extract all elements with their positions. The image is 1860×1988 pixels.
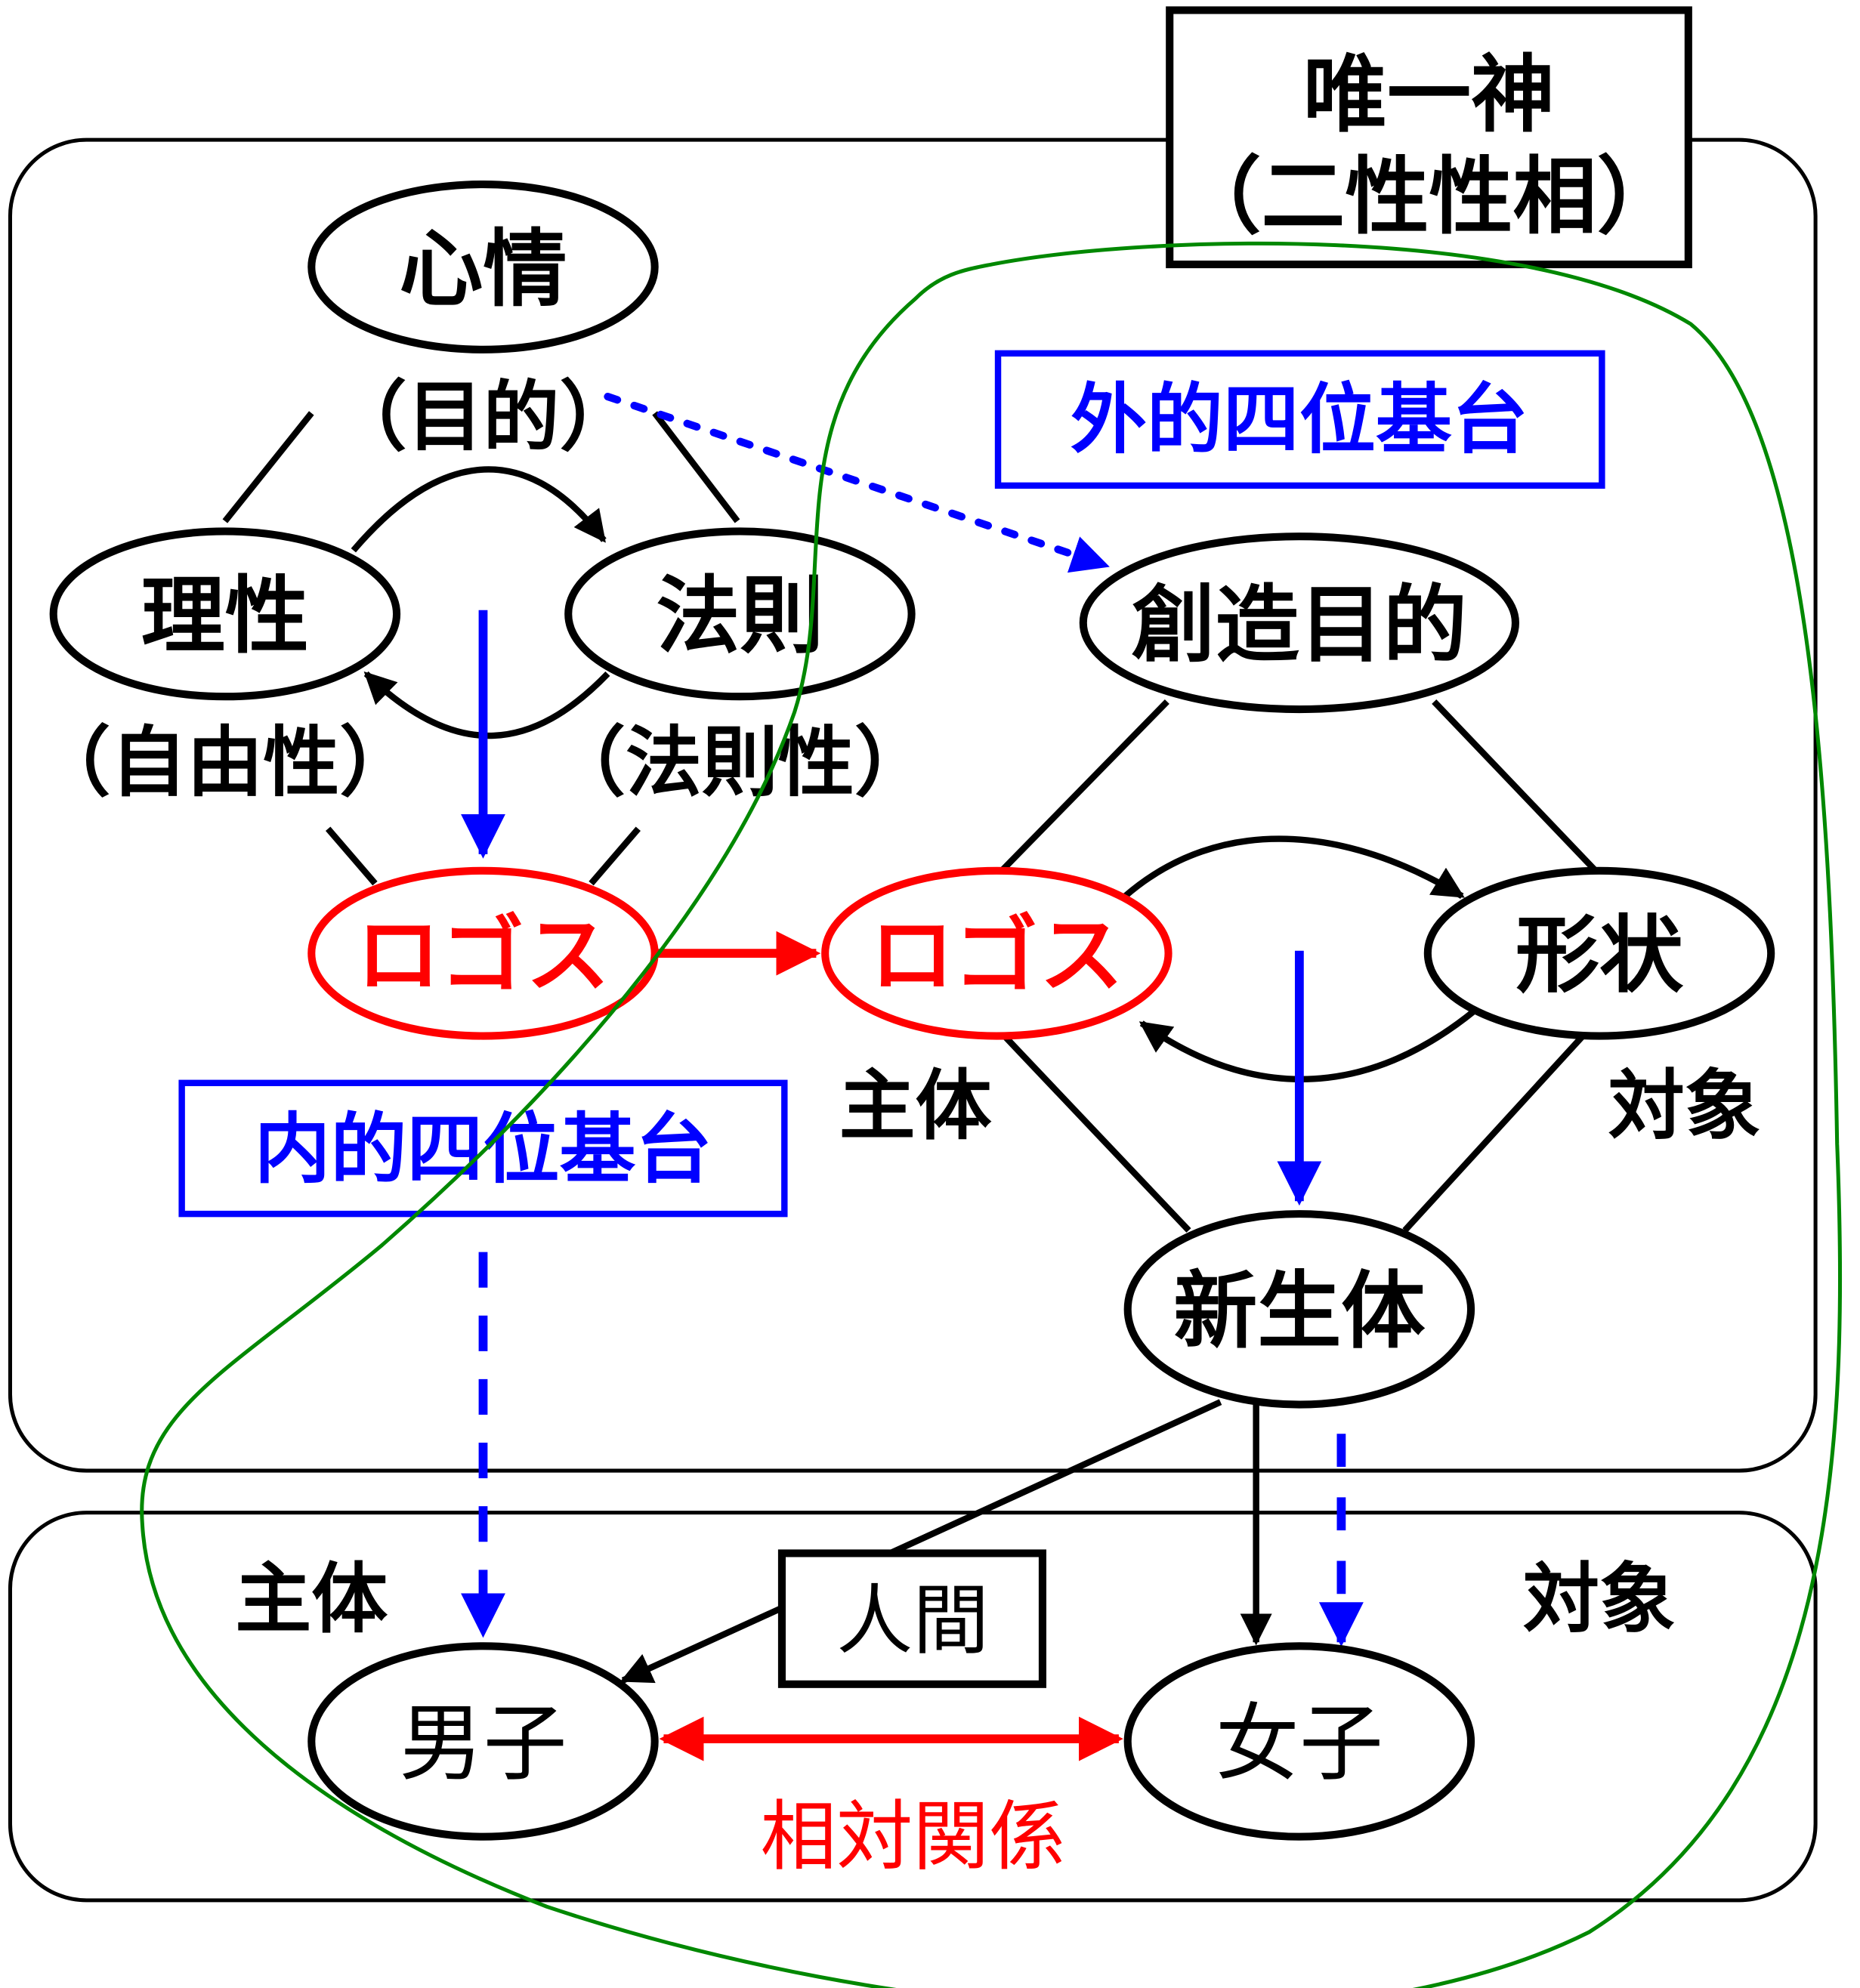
line-heart-reason [222,411,314,523]
law-node [564,527,916,701]
outer-title-box [994,350,1605,489]
law-note: （法則性） [549,718,931,807]
green-boundary [140,241,1843,1988]
outer-title: 外的四位基台 [1071,375,1528,464]
heart-label: 心情 [399,221,567,318]
line-logos-newbody [1002,1033,1191,1233]
reason-label: 理性 [141,568,309,665]
god-box [1166,6,1692,269]
man-label: 男子 [399,1695,567,1792]
outer-object-label: 対象 [1608,1061,1761,1150]
human-label: 人間 [836,1576,989,1665]
line-newbody-human [888,1399,1222,1557]
lower-subject-label: 主体 [235,1554,388,1644]
line-heart-law [652,411,740,523]
line-creation-form [1432,699,1599,873]
heart-node [307,180,659,353]
form-label: 形状 [1515,907,1684,1005]
line-form-newbody [1402,1033,1586,1233]
arrow-human-to-man [619,1604,783,1684]
inner-logos-label: ロゴス [357,907,610,1005]
law-label: 法則 [656,568,823,665]
human-box [777,1549,1046,1688]
outer-logos-label: ロゴス [870,907,1123,1005]
arrow-logos-to-form [1123,835,1465,900]
god-label: 唯一神 [1303,47,1555,144]
arrow-purpose-to-creation [604,393,1111,573]
form-node [1423,866,1775,1040]
inner-title-box [178,1079,788,1218]
creation-purpose-label: 創造目的 [1132,576,1467,674]
woman-label: 女子 [1216,1695,1383,1792]
woman-node [1123,1642,1475,1841]
new-body-label: 新生体 [1173,1263,1425,1360]
arrow-reason-to-law [351,466,607,553]
upper-frame [8,137,1818,1473]
god-dual-characteristics: （二性性相） [1177,148,1680,245]
line-law-logos [589,826,641,886]
reason-note: （自由性） [34,718,416,807]
arrow-law-to-reason [363,671,610,739]
lower-frame [8,1511,1818,1903]
arrow-form-to-logos [1139,1008,1477,1082]
relation-label: 相対関係 [760,1792,1065,1882]
reason-node [49,527,401,701]
lower-object-label: 対象 [1523,1554,1676,1644]
outer-logos-node [821,866,1173,1040]
outer-subject-label: 主体 [839,1061,992,1150]
creation-purpose-node [1079,532,1519,714]
purpose-label: （目的） [331,372,636,462]
line-creation-logos [996,699,1169,877]
man-node [307,1642,659,1841]
new-body-node [1123,1210,1475,1409]
line-reason-logos [325,826,378,886]
